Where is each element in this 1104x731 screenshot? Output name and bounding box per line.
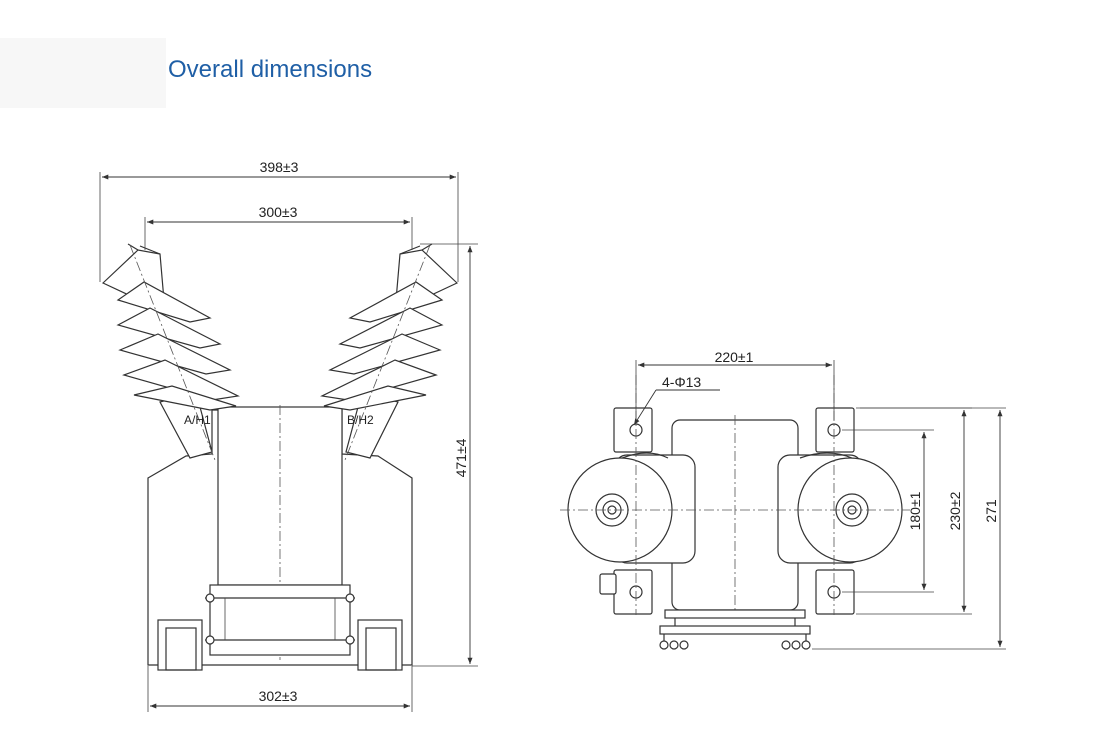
terminal-label-right: B/H2 bbox=[347, 413, 374, 427]
lower-frame bbox=[209, 584, 351, 656]
front-dimensions: 398±3 300±3 302±3 471±4 bbox=[99, 159, 478, 712]
right-drum bbox=[777, 452, 903, 564]
dim-hole-vertical: 180±1 bbox=[907, 491, 923, 530]
left-insulator bbox=[101, 243, 240, 461]
dim-height: 471±4 bbox=[453, 438, 469, 477]
title-panel bbox=[0, 38, 166, 108]
dim-terminal-spacing: 300±3 bbox=[259, 204, 298, 220]
dim-hole-spacing: 220±1 bbox=[715, 349, 754, 365]
terminal-label-left: A/H1 bbox=[184, 413, 211, 427]
side-dimensions: 220±1 4-Φ13 180±1 230±2 271 bbox=[633, 349, 1006, 650]
base-rail-top bbox=[664, 609, 806, 619]
grounding-bolt bbox=[599, 573, 617, 595]
page-title: Overall dimensions bbox=[168, 56, 373, 83]
left-drum bbox=[567, 452, 696, 564]
dim-base-width: 302±3 bbox=[259, 688, 298, 704]
side-view bbox=[560, 375, 910, 650]
dim-base-depth: 230±2 bbox=[947, 491, 963, 530]
dim-overall-width: 398±3 bbox=[260, 159, 299, 175]
base-rail-bottom bbox=[659, 625, 811, 635]
right-insulator bbox=[320, 243, 459, 461]
front-view: A/H1 B/H2 bbox=[101, 243, 459, 671]
dim-holes: 4-Φ13 bbox=[662, 374, 701, 390]
dim-total-depth: 271 bbox=[983, 499, 999, 523]
